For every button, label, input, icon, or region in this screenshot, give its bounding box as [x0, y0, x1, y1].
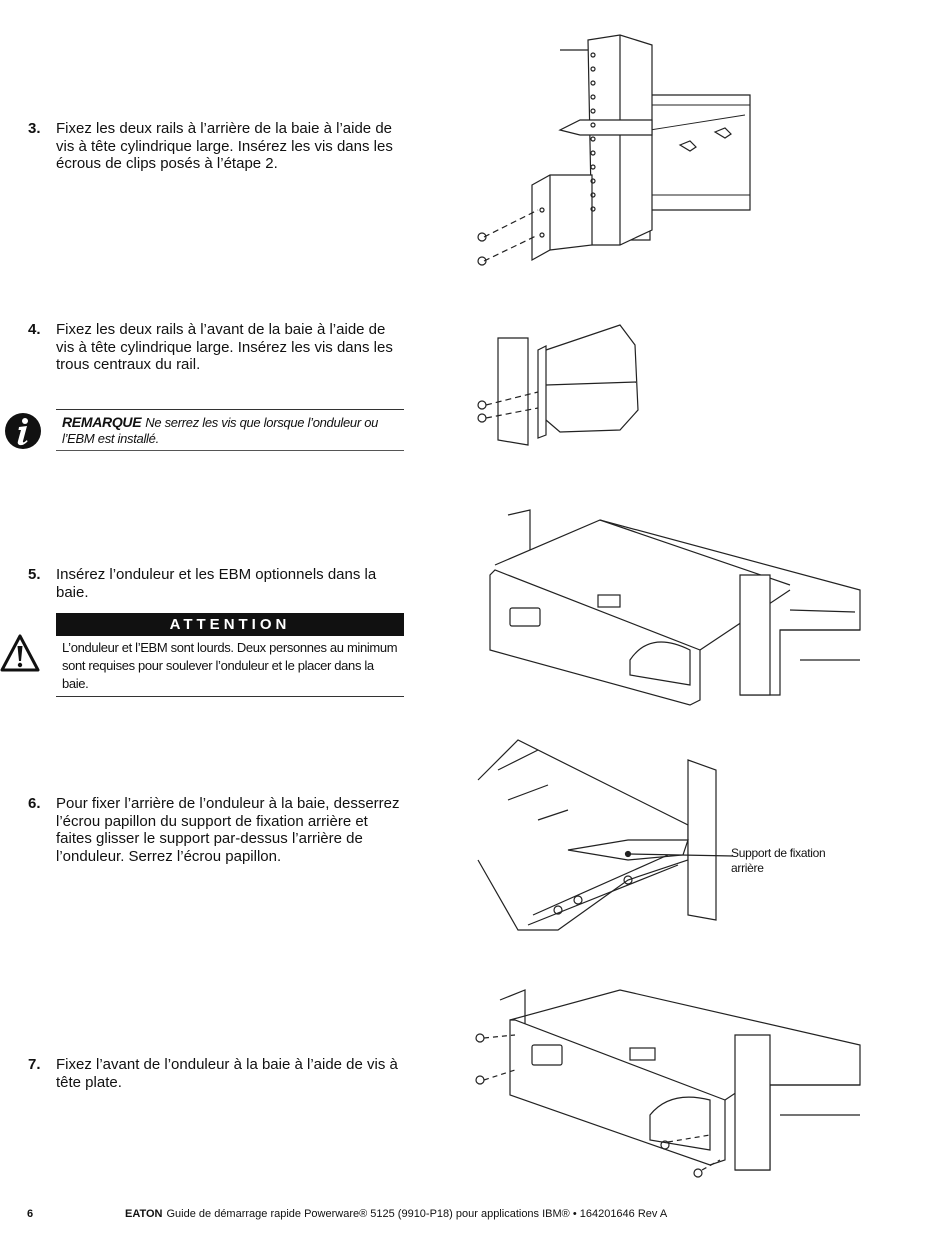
- step-text: Fixez les deux rails à l’arrière de la b…: [56, 120, 393, 172]
- rack-hole: [590, 164, 596, 170]
- rack-hole: [590, 66, 596, 72]
- front-rail-figure: [477, 324, 639, 446]
- rack-hole: [590, 80, 596, 86]
- rack-hole: [590, 150, 596, 156]
- rack-hole: [590, 136, 596, 142]
- note-label: REMARQUE: [62, 414, 142, 430]
- ups-insertion-figure: [489, 509, 861, 706]
- step-number: 4.: [28, 321, 41, 338]
- warning-triangle-icon: [0, 634, 40, 672]
- rack-hole: [590, 206, 596, 212]
- footer-text: Guide de démarrage rapide Powerware® 512…: [166, 1208, 668, 1220]
- rack-hole: [590, 122, 596, 128]
- rear-bracket-callout: Support de fixation arrière: [731, 846, 826, 875]
- rack-hole: [590, 108, 596, 114]
- attention-box: ATTENTION L’onduleur et l’EBM sont lourd…: [56, 613, 404, 697]
- rear-bracket-figure: [477, 739, 734, 931]
- step-number: 3.: [28, 120, 41, 137]
- step-text: Fixez l’avant de l’onduleur à la baie à …: [56, 1056, 398, 1091]
- step-text: Pour fixer l’arrière de l’onduleur à la …: [56, 795, 400, 865]
- front-mounting-figure: [475, 989, 861, 1178]
- note-text: Ne serrez les vis que lorsque l’onduleur…: [62, 415, 379, 446]
- rack-hole: [590, 178, 596, 184]
- step-number: 5.: [28, 566, 41, 583]
- step-number: 7.: [28, 1056, 41, 1073]
- step-text: Fixez les deux rails à l’avant de la bai…: [56, 321, 393, 373]
- attention-text: L’onduleur et l’EBM sont lourds. Deux pe…: [62, 640, 398, 691]
- rack-hole: [590, 52, 596, 58]
- step-text: Insérez l’onduleur et les EBM optionnels…: [56, 566, 377, 601]
- page-number: 6: [27, 1208, 34, 1220]
- footer-brand: EATON: [125, 1208, 163, 1220]
- step-number: 6.: [28, 795, 41, 812]
- rack-hole: [590, 94, 596, 100]
- info-icon: [5, 413, 41, 449]
- rack-hole: [590, 192, 596, 198]
- rear-rail-figure: [477, 34, 751, 266]
- attention-title: ATTENTION: [56, 613, 404, 636]
